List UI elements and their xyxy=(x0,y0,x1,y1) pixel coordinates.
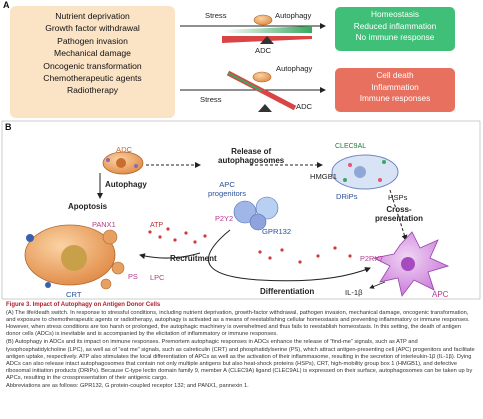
autophagy-high-wedge xyxy=(222,26,312,33)
fulcrum-icon xyxy=(260,36,274,44)
apc-progenitor xyxy=(249,213,267,231)
drips-label: DRiPs xyxy=(336,192,358,201)
stress-item: Growth factor withdrawal xyxy=(45,23,140,34)
bottom-balance xyxy=(180,70,326,112)
stress-item: Radiotherapy xyxy=(66,85,119,96)
adc-nucleus xyxy=(116,158,126,168)
outcome-item: Homeostasis xyxy=(371,9,419,19)
cross-presentation-label: Cross- presentation xyxy=(375,205,424,223)
stress-item: Nutrient deprivation xyxy=(55,11,130,21)
caption-paragraph-abbrev: Abbreviations are as follows: GPR132, G … xyxy=(6,383,249,390)
crt-label: CRT xyxy=(66,290,82,299)
outcome-homeostasis-box: Homeostasis Reduced inflammation No immu… xyxy=(335,7,455,51)
top-balance xyxy=(180,14,326,44)
figure-caption: Figure 3. Impact of Autophagy on Antigen… xyxy=(6,302,476,391)
stress-label: Stress xyxy=(200,95,222,104)
apc-progenitor xyxy=(233,200,257,224)
outcome-item: Cell death xyxy=(376,70,414,80)
apoptosis-label: Apoptosis xyxy=(68,202,108,211)
apc-nucleus xyxy=(401,257,415,271)
apc-label: APC xyxy=(432,290,449,299)
release-autophagosomes-label: Release of autophagosomes xyxy=(218,147,285,165)
stress-item: Chemotherapeutic agents xyxy=(43,73,142,84)
outcome-item: Reduced inflammation xyxy=(353,20,437,31)
figure-graphics xyxy=(1,14,481,300)
autophagy-label: Autophagy xyxy=(105,180,147,189)
fulcrum-icon xyxy=(258,104,272,112)
p2y2-label: P2Y2 xyxy=(215,214,234,223)
panel-b-letter: B xyxy=(5,122,12,132)
lpc-label: LPC xyxy=(150,273,165,282)
recruitment-label: Recruitment xyxy=(170,254,217,263)
adc-label: ADC xyxy=(255,46,272,55)
il1b-label: IL-1β xyxy=(345,288,363,297)
caption-paragraph-b: (B) Autophagy in ADCs and its impact on … xyxy=(6,339,475,381)
differentiation-label: Differentiation xyxy=(260,287,315,296)
outcome-cell-death-box: Cell death Inflammation Immune responses xyxy=(335,68,455,112)
p2rx7-label: P2RX7 xyxy=(360,254,384,263)
stress-item: Oncogenic transformation xyxy=(43,60,142,71)
caption-paragraph-a: (A) The life/death switch. In response t… xyxy=(6,310,470,338)
apoptotic-nucleus xyxy=(61,245,87,271)
outcome-item: No immune response xyxy=(355,32,435,42)
clec9al-label: CLEC9AL xyxy=(335,143,367,150)
outcome-item: Immune responses xyxy=(359,93,431,103)
panel-a-letter: A xyxy=(3,0,10,10)
apc-progenitor xyxy=(255,196,279,220)
caption-title: Figure 3. Impact of Autophagy on Antigen… xyxy=(6,302,161,308)
stress-item: Mechanical damage xyxy=(54,48,131,59)
ps-label: PS xyxy=(128,272,138,281)
small-cell-icon xyxy=(253,14,273,26)
gpr132-label: GPR132 xyxy=(262,227,292,236)
hsps-label: HSPs xyxy=(388,193,408,202)
stress-conditions-box: Nutrient deprivation Growth factor withd… xyxy=(10,6,175,118)
autophagy-weak-bar xyxy=(227,72,263,92)
stress-item: Pathogen invasion xyxy=(57,35,128,46)
adc-label: ADC xyxy=(296,102,313,111)
atp-label: ATP xyxy=(150,222,164,229)
small-cell-icon xyxy=(252,71,272,83)
autophagy-label: Autophagy xyxy=(276,64,313,73)
figure-3: A Nutrient deprivation Growth factor wit… xyxy=(1,0,481,300)
apc-progenitors-label: APC progenitors xyxy=(208,180,246,198)
stress-label: Stress xyxy=(205,11,227,20)
autophagy-label: Autophagy xyxy=(275,11,312,20)
panx1-label: PANX1 xyxy=(92,220,116,229)
hmgb1-label: HMGB1 xyxy=(310,172,338,181)
outcome-item: Inflammation xyxy=(371,81,419,92)
adc-label: ADC xyxy=(116,145,133,154)
